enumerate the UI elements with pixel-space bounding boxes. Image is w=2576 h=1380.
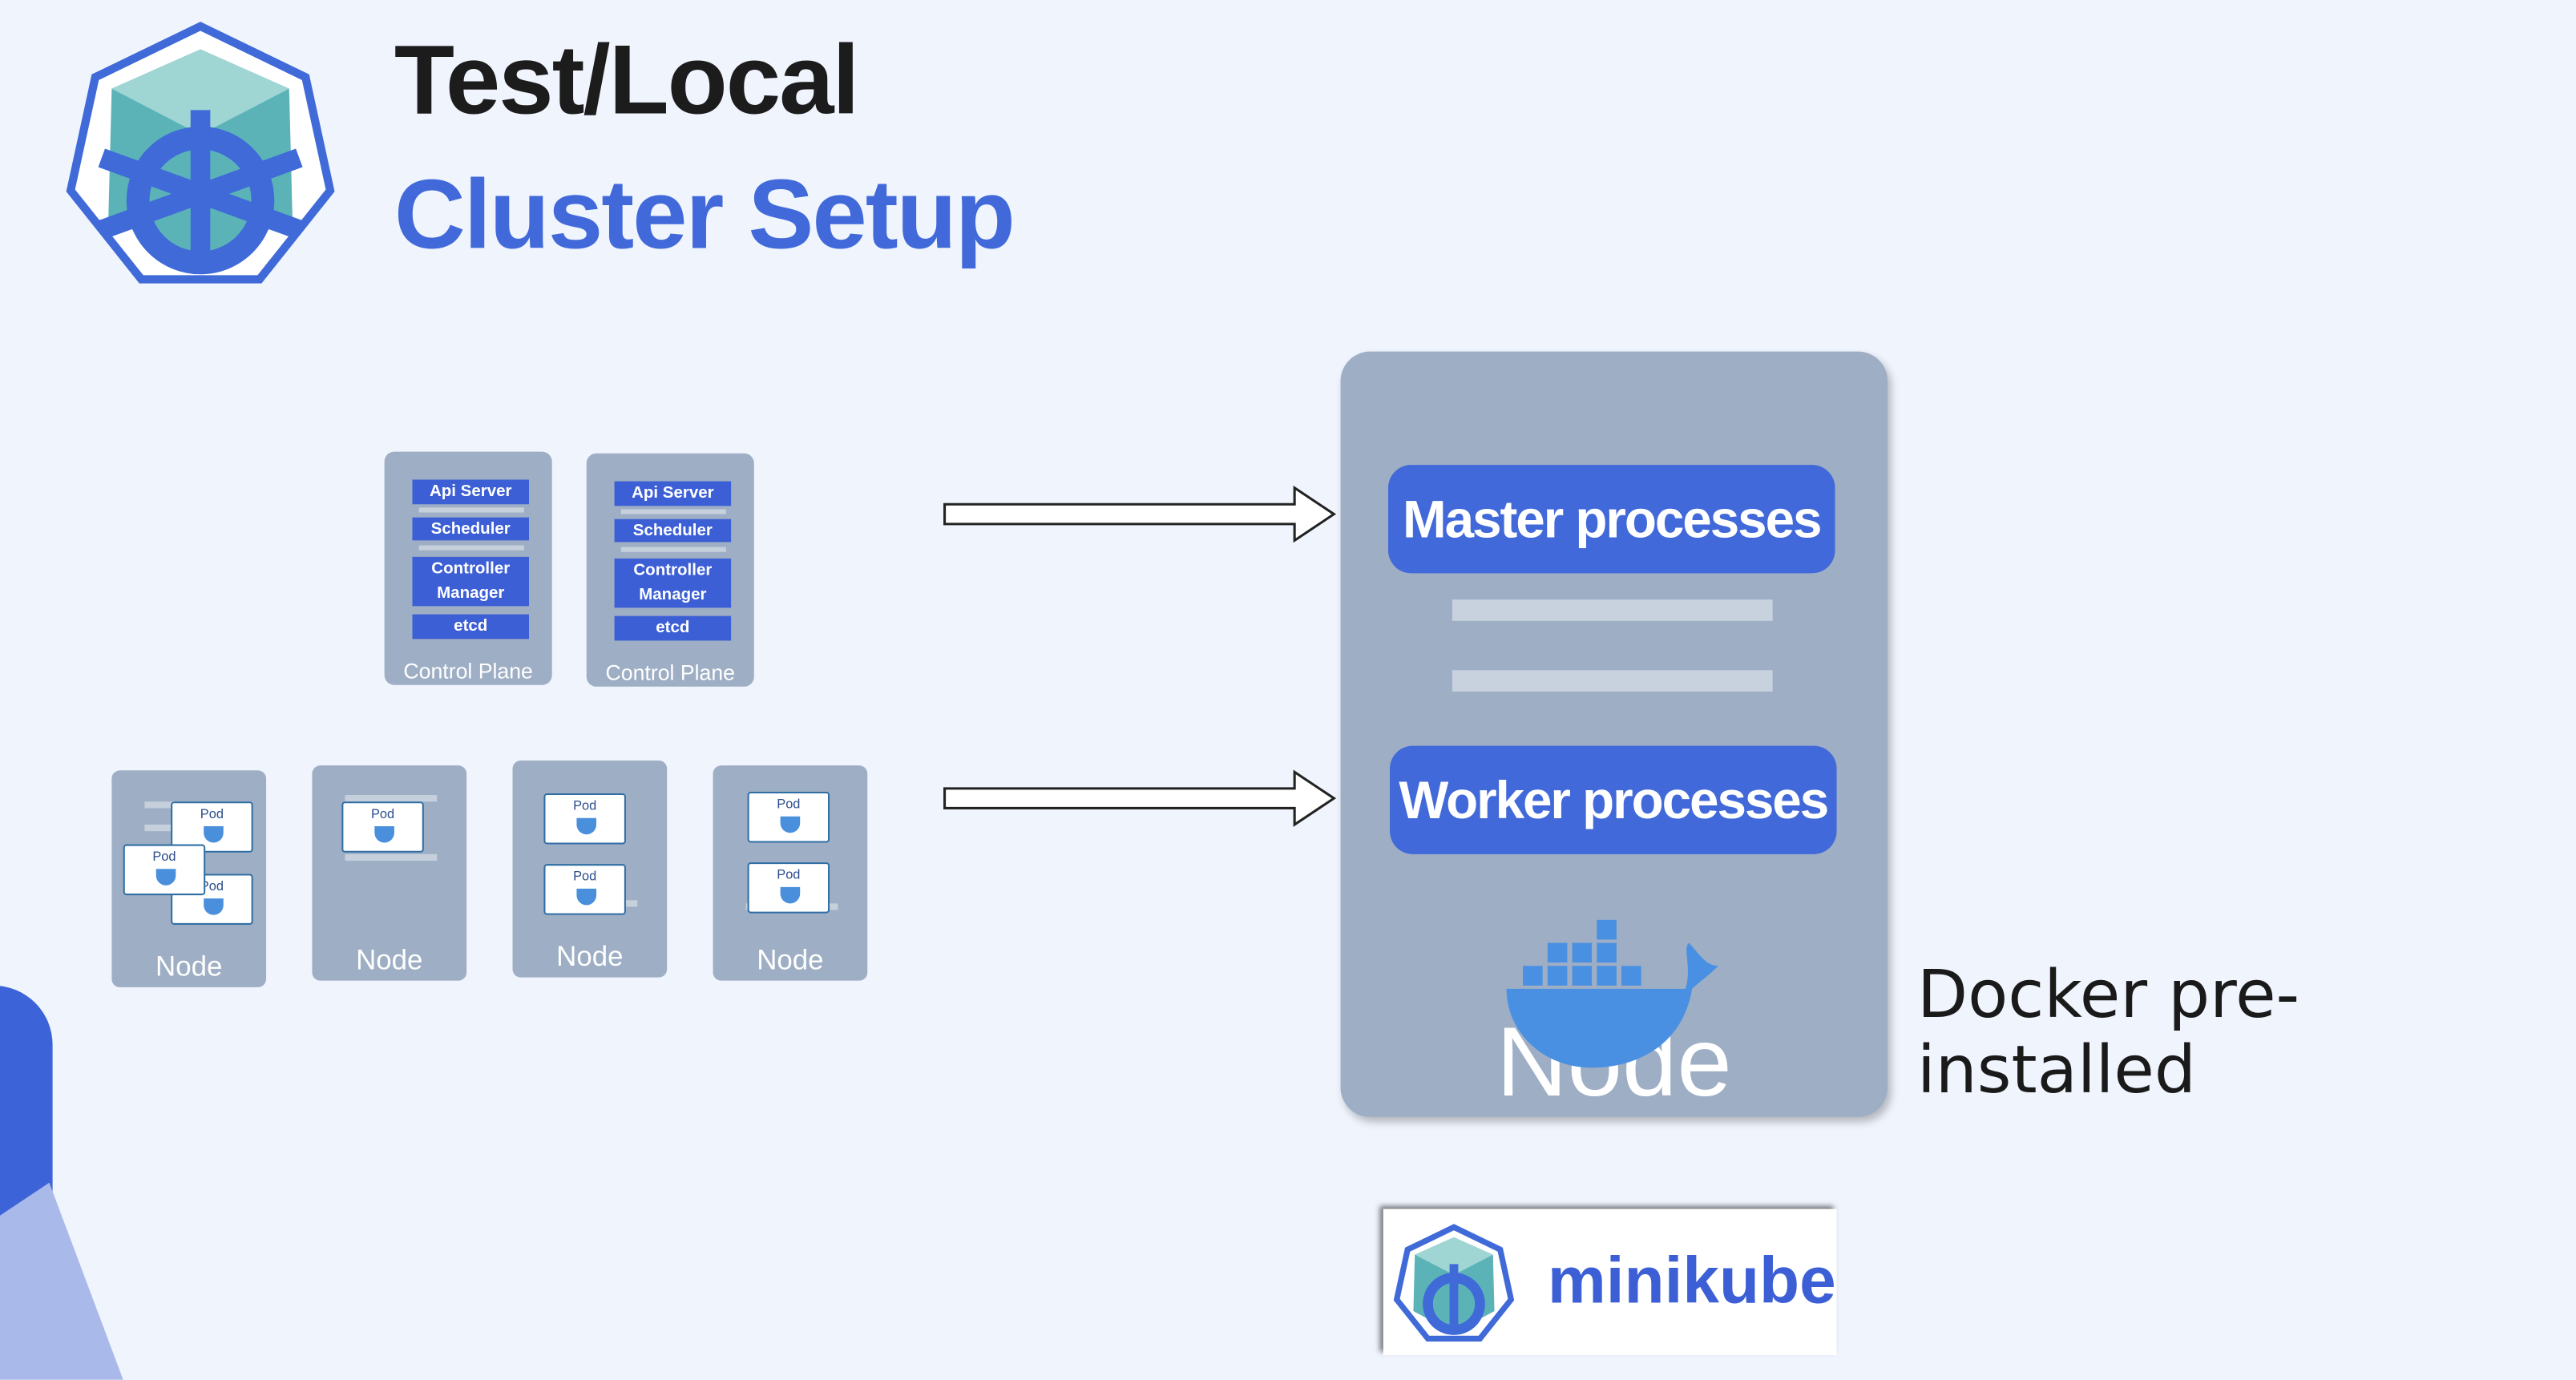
docker-icon — [155, 869, 176, 886]
controller-manager: Controller Manager — [614, 558, 732, 608]
docker-icon — [780, 886, 801, 904]
arrow-right-icon — [943, 485, 1337, 543]
master-processes: Master processes — [1387, 465, 1835, 574]
pod: Pod — [747, 791, 830, 843]
decorative-triangle — [0, 1182, 123, 1380]
pod: Pod — [123, 844, 206, 896]
api-server: Api Server — [412, 479, 530, 505]
controller-manager: Controller Manager — [412, 556, 530, 607]
node-label: Node — [356, 944, 423, 976]
kubernetes-logo-icon — [66, 22, 335, 284]
scheduler: Scheduler — [412, 517, 530, 541]
node-label: Node — [155, 950, 223, 983]
arrow-right-icon — [943, 769, 1337, 827]
control-plane-label: Control Plane — [605, 660, 736, 685]
pod: Pod — [171, 801, 253, 853]
single-node: Master processes Worker processes Node — [1340, 351, 1888, 1117]
scheduler: Scheduler — [614, 519, 732, 543]
worker-node: Pod Node — [312, 765, 467, 981]
docker-whale-icon — [1506, 919, 1718, 1068]
docker-icon — [576, 888, 597, 906]
pod: Pod — [543, 864, 626, 915]
worker-node: Pod Pod Node — [512, 761, 668, 978]
worker-processes: Worker processes — [1390, 745, 1837, 854]
control-plane: Api Server Scheduler Controller Manager … — [586, 453, 754, 687]
pod: Pod — [543, 793, 626, 845]
minikube-logo: minikube — [1383, 1209, 1837, 1356]
node-label: Node — [556, 941, 624, 973]
api-server: Api Server — [614, 481, 732, 506]
docker-icon — [780, 816, 801, 833]
control-plane-label: Control Plane — [403, 658, 533, 684]
title-line-1: Test/Local — [394, 24, 860, 135]
pod: Pod — [341, 801, 424, 853]
docker-icon — [204, 898, 224, 915]
control-plane: Api Server Scheduler Controller Manager … — [384, 451, 552, 685]
docker-note: Docker pre-installed — [1917, 957, 2300, 1109]
title-line-2: Cluster Setup — [394, 159, 1015, 270]
etcd: etcd — [412, 614, 530, 640]
worker-node: Pod Pod Pod Node — [111, 770, 267, 987]
pod: Pod — [747, 862, 830, 914]
pod: Pod — [171, 874, 253, 925]
docker-icon — [204, 825, 224, 843]
etcd: etcd — [614, 615, 732, 641]
worker-node: Pod Pod Node — [713, 765, 868, 981]
minikube-label: minikube — [1547, 1245, 1836, 1317]
docker-icon — [374, 825, 394, 843]
docker-icon — [576, 817, 597, 835]
minikube-logo-icon — [1393, 1224, 1515, 1342]
node-label: Node — [757, 944, 824, 976]
